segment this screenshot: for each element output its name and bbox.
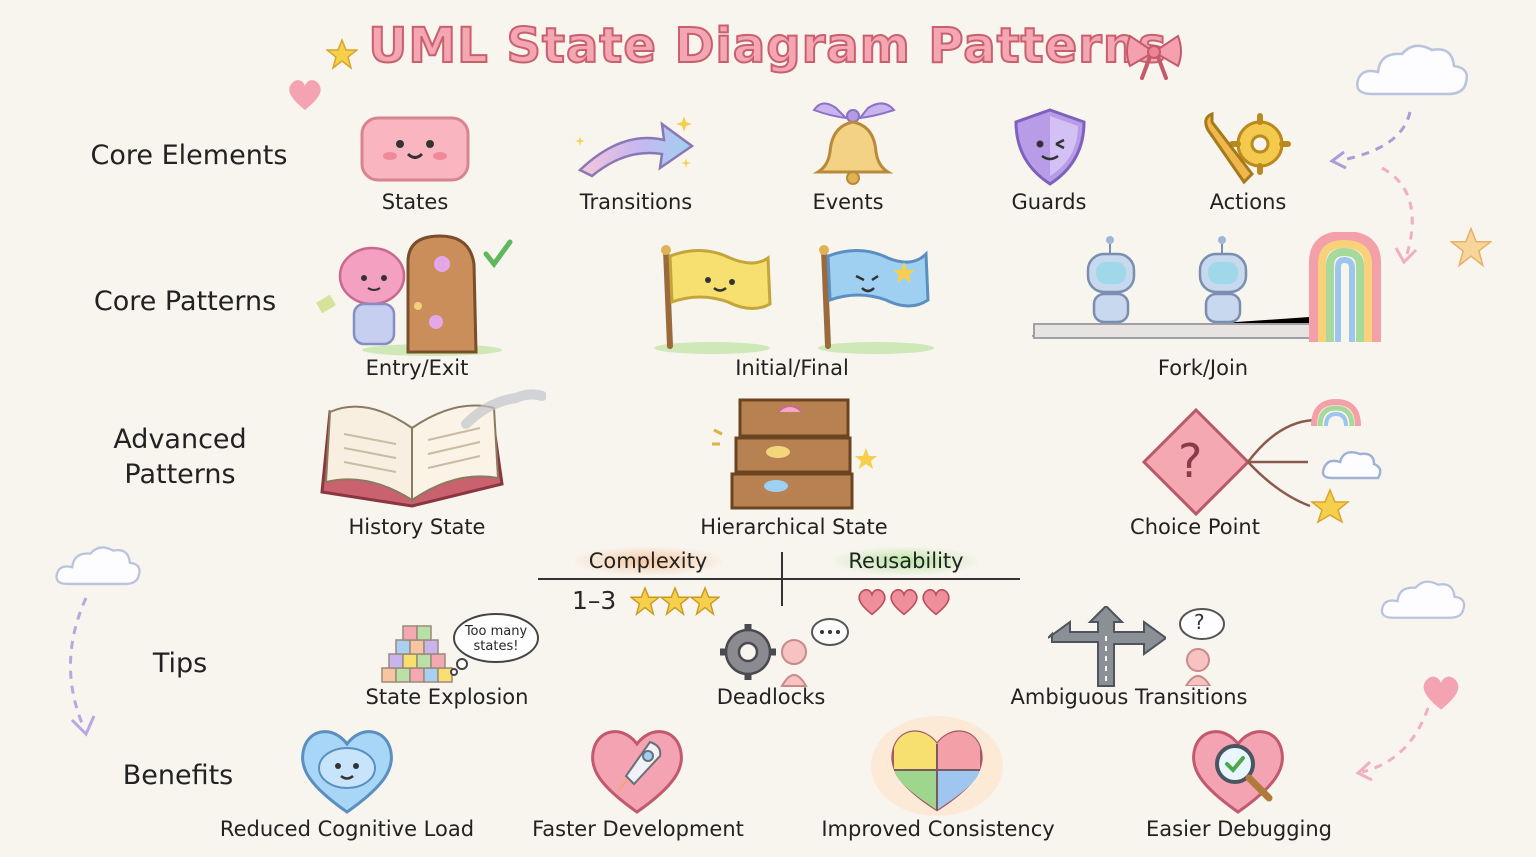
core-element-label: Events (812, 190, 884, 214)
star-icon (658, 585, 692, 616)
robot-left (1086, 236, 1136, 324)
reusability-label: Reusability (834, 547, 978, 575)
core-element-label: Guards (1011, 190, 1087, 214)
tip-label: Deadlocks (716, 685, 826, 709)
star-icon (688, 585, 722, 616)
row-label-benefits: Benefits (122, 760, 234, 791)
tip-label: State Explosion (365, 685, 529, 709)
benefit-label: Improved Consistency (821, 817, 1055, 841)
thought-bubble-icon (450, 613, 539, 676)
advanced-pattern-label: Choice Point (1130, 515, 1260, 539)
cloud-icon (1380, 580, 1466, 619)
benefit-label: Easier Debugging (1145, 817, 1333, 841)
row-label-advanced-line2: Patterns (124, 459, 236, 491)
advanced-pattern-label: History State (348, 515, 486, 539)
transition-arrow-icon (575, 116, 695, 178)
star-icon (628, 585, 662, 616)
core-pattern-label: Initial/Final (735, 356, 849, 380)
thought-bubble-line2: states! (473, 639, 519, 654)
crossroad-arrows-icon (1048, 606, 1166, 687)
dashed-arrow-icon (1355, 707, 1430, 782)
row-label-tips: Tips (152, 648, 208, 679)
robot-right (1198, 236, 1248, 324)
complexity-stars (628, 585, 722, 620)
thought-bubble-line1: Too many (464, 624, 528, 639)
cloud-icon (55, 546, 141, 586)
complexity-value: 1–3 (572, 586, 617, 615)
ratings-divider-horizontal (538, 578, 1020, 580)
fork-join-robots-icon (1031, 232, 1381, 342)
ratings-divider-vertical (781, 552, 783, 606)
puzzle-heart-icon (871, 716, 1003, 816)
advanced-pattern-label: Hierarchical State (700, 515, 888, 539)
confused-question-mark: ? (1194, 610, 1205, 634)
brain-heart-icon (301, 730, 393, 814)
benefit-label: Faster Development (532, 817, 744, 841)
reusability-hearts (856, 588, 952, 620)
complexity-label: Complexity (574, 547, 722, 575)
core-element-label: States (381, 190, 449, 214)
rocket-heart-icon (591, 730, 683, 814)
bow-icon (1126, 34, 1182, 80)
final-flag-icon (818, 245, 934, 354)
core-pattern-label: Fork/Join (1157, 356, 1249, 380)
history-book-icon (320, 389, 546, 508)
star-icon (1450, 226, 1492, 268)
bell-icon (812, 102, 896, 185)
row-label-advanced-line1: Advanced (113, 424, 247, 455)
stacked-blocks-icon (381, 625, 453, 683)
magnifier-heart-icon (1192, 730, 1284, 814)
core-pattern-label: Entry/Exit (365, 356, 469, 380)
gear-person-icon (720, 618, 849, 687)
choice-question-mark: ? (1178, 434, 1203, 488)
benefit-label: Reduced Cognitive Load (219, 817, 475, 841)
hierarchical-drawers-icon (712, 398, 877, 510)
tip-label: Ambiguous Transitions (1010, 685, 1248, 709)
heart-icon (1423, 676, 1459, 710)
cloud-icon (1356, 44, 1468, 96)
thought-bubble-text: Too many states! (458, 624, 534, 654)
heart-icon (890, 588, 918, 616)
dashed-arrow-icon (1329, 111, 1418, 265)
row-label-core-elements: Core Elements (90, 140, 288, 171)
core-element-label: Actions (1209, 190, 1287, 214)
star-icon (326, 38, 358, 70)
dashed-arrow-icon (69, 597, 96, 737)
initial-flag-icon (654, 245, 772, 354)
core-element-label: Transitions (579, 190, 693, 214)
choice-diamond-icon (1141, 398, 1382, 524)
entry-exit-door-icon (316, 234, 513, 356)
shield-icon (1014, 108, 1086, 186)
state-box-icon (360, 116, 470, 182)
row-label-advanced-patterns: Advanced Patterns (100, 422, 260, 492)
heart-icon (858, 588, 886, 616)
tools-gear-icon (1204, 111, 1291, 185)
row-label-core-patterns: Core Patterns (93, 286, 277, 317)
heart-icon (289, 80, 321, 110)
confused-person-icon (1179, 608, 1225, 686)
page-title: UML State Diagram Patterns (367, 17, 1168, 75)
heart-icon (922, 588, 950, 616)
